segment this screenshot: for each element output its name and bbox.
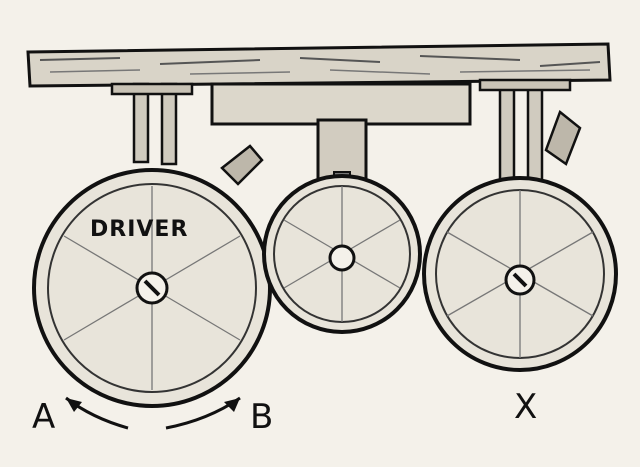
driver-spokes [63, 186, 241, 390]
left-clamp [220, 144, 264, 186]
rotation-arrow-left [65, 396, 129, 430]
rotation-arrow-right [165, 396, 241, 430]
driver-label: DRIVER [90, 217, 188, 242]
label-a: A [32, 397, 55, 437]
label-b: B [250, 397, 273, 437]
left-hanger [110, 82, 194, 166]
driver-wheel [32, 168, 272, 408]
idler-axle [328, 244, 356, 272]
ceiling-beam [26, 42, 612, 88]
right-clamp [544, 109, 582, 166]
label-x: X [514, 387, 537, 427]
wheel-x [422, 176, 618, 372]
idler-wheel [262, 174, 422, 334]
